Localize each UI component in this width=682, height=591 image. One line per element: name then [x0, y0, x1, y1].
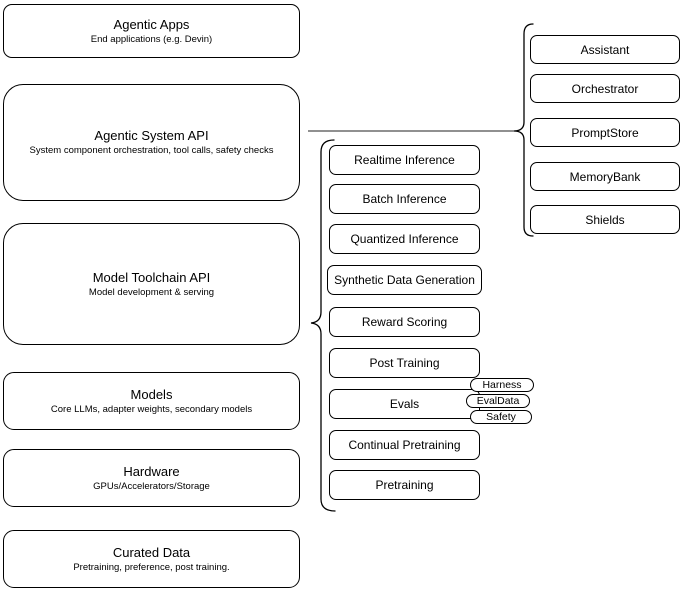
layer-subtitle: GPUs/Accelerators/Storage — [93, 480, 210, 492]
layer-box-models: Models Core LLMs, adapter weights, secon… — [3, 372, 300, 430]
eval-tag-pill-evaldata: EvalData — [466, 394, 530, 408]
layer-box-agentic-apps: Agentic Apps End applications (e.g. Devi… — [3, 4, 300, 58]
service-box-realtime-inference: Realtime Inference — [329, 145, 480, 175]
layer-title: Model Toolchain API — [92, 269, 211, 285]
service-box-synthetic-data-generation: Synthetic Data Generation — [327, 265, 482, 295]
layer-title: Curated Data — [112, 544, 191, 560]
layer-box-hardware: Hardware GPUs/Accelerators/Storage — [3, 449, 300, 507]
service-box-batch-inference: Batch Inference — [329, 184, 480, 214]
layer-subtitle: Model development & serving — [88, 286, 215, 298]
service-box-evals: Evals — [329, 389, 480, 419]
layer-subtitle: System component orchestration, tool cal… — [29, 145, 274, 156]
layer-box-model-toolchain-api: Model Toolchain API Model development & … — [3, 223, 300, 345]
service-box-reward-scoring: Reward Scoring — [329, 307, 480, 337]
service-box-continual-pretraining: Continual Pretraining — [329, 430, 480, 460]
component-box-assistant: Assistant — [530, 35, 680, 64]
service-box-post-training: Post Training — [329, 348, 480, 378]
layer-box-curated-data: Curated Data Pretraining, preference, po… — [3, 530, 300, 588]
eval-tag-pill-safety: Safety — [470, 410, 532, 424]
layer-subtitle: End applications (e.g. Devin) — [90, 33, 213, 45]
component-box-promptstore: PromptStore — [530, 118, 680, 147]
layer-title: Agentic Apps — [113, 16, 190, 32]
eval-tag-pill-harness: Harness — [470, 378, 534, 392]
layer-subtitle: Pretraining, preference, post training. — [73, 561, 230, 573]
layer-subtitle: Core LLMs, adapter weights, secondary mo… — [50, 403, 253, 415]
layer-title: Hardware — [123, 463, 180, 479]
service-box-pretraining: Pretraining — [329, 470, 480, 500]
service-box-quantized-inference: Quantized Inference — [329, 224, 480, 254]
component-box-shields: Shields — [530, 205, 680, 234]
component-box-orchestrator: Orchestrator — [530, 74, 680, 103]
layer-title: Models — [130, 386, 173, 402]
layer-title: Agentic System API — [94, 128, 209, 143]
component-box-memorybank: MemoryBank — [530, 162, 680, 191]
layer-box-agentic-system-api: Agentic System API System component orch… — [3, 84, 300, 201]
